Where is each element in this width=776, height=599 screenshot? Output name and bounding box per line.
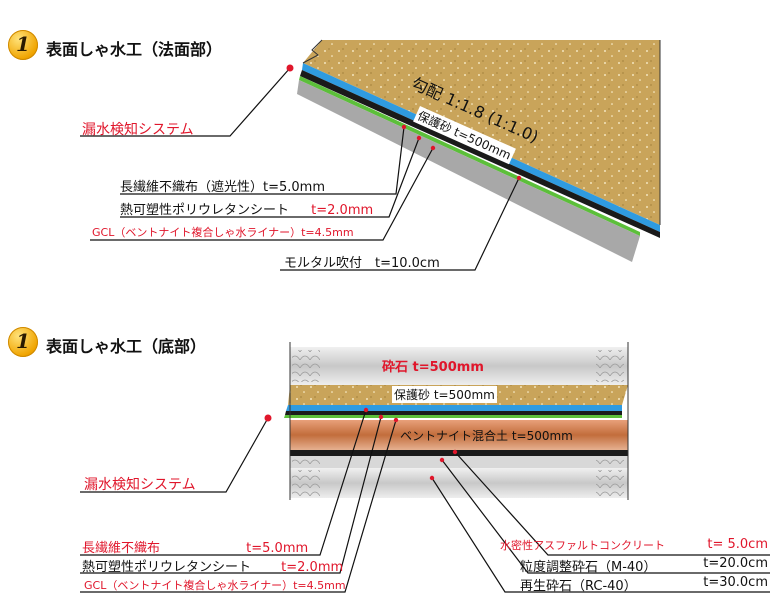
bottom-layers (284, 342, 629, 500)
bottom-gcl-layer (284, 415, 622, 418)
bentonite-label: ベントナイト混合土 t=500mm (400, 429, 573, 443)
slope-leak-detection-label: 漏水検知システム (82, 122, 194, 138)
bentonite-layer (290, 420, 628, 450)
crushed-stone-label: 砕石 t=500mm (382, 360, 484, 375)
section-title-bottom: 表面しゃ水工（底部） (46, 337, 207, 356)
bottom-sheet-label: 熱可塑性ポリウレタンシート t=2.0mm (82, 556, 343, 575)
bottom-long-fiber-name: 長繊維不織布 (82, 541, 161, 556)
slope-gcl-label: GCL（ベントナイト複合しゃ水ライナー）t=4.5mm (92, 226, 354, 239)
recycled-gravel-label: 再生砕石（RC-40） t=30.0cm (520, 575, 770, 594)
gravel-name: 粒度調整砕石（M-40） (520, 560, 657, 575)
asphalt-layer (290, 450, 628, 456)
bottom-long-fiber-label: 長繊維不織布 t=5.0mm (82, 537, 308, 556)
bottom-leak-detection-label: 漏水検知システム (84, 477, 196, 493)
section-title-slope: 表面しゃ水工（法面部） (46, 40, 223, 59)
asphalt-thickness: t= 5.0cm (707, 537, 768, 552)
slope-mortar-layer (297, 80, 640, 262)
bottom-leader-dots (264, 407, 458, 481)
slope-sheet-thickness: t=2.0mm (311, 203, 374, 218)
asphalt-name: 水密性アスファルトコンクリート (500, 539, 665, 552)
slope-leader-dots (286, 64, 522, 181)
recycled-gravel-thickness: t=30.0cm (703, 575, 768, 590)
section-number-badge-bottom: 1 (8, 327, 38, 357)
asphalt-label: 水密性アスファルトコンクリート t= 5.0cm (500, 537, 770, 553)
bottom-drain-layer (286, 405, 622, 411)
bottom-sheet-name: 熱可塑性ポリウレタンシート (82, 560, 252, 575)
gravel-layer (290, 456, 628, 468)
slope-layers (297, 39, 661, 262)
slope-sheet-name: 熱可塑性ポリウレタンシート (120, 203, 290, 218)
gravel-thickness: t=20.0cm (703, 556, 768, 571)
slope-sheet-label: 熱可塑性ポリウレタンシート t=2.0mm (120, 199, 373, 218)
bottom-sheet-thickness: t=2.0mm (281, 560, 344, 575)
slope-sheet-layer (300, 70, 660, 238)
section-number-badge-top: 1 (8, 30, 38, 60)
slope-mortar-label: モルタル吹付 t=10.0cm (284, 256, 440, 271)
slope-long-fiber-label: 長繊維不織布（遮光性）t=5.0mm (120, 180, 325, 195)
slope-gcl-layer (299, 76, 640, 236)
slope-leaders (80, 67, 520, 271)
crushed-stone-layer (290, 347, 628, 385)
bottom-sheet-layer (285, 411, 622, 415)
bottom-protective-sand-label: 保護砂 t=500mm (392, 386, 497, 403)
gravel-label: 粒度調整砕石（M-40） t=20.0cm (520, 556, 770, 575)
bottom-long-fiber-thickness: t=5.0mm (246, 541, 309, 556)
recycled-gravel-name: 再生砕石（RC-40） (520, 579, 637, 594)
bottom-leaders (80, 409, 770, 593)
bottom-gcl-label: GCL（ベントナイト複合しゃ水ライナー）t=4.5mm (84, 579, 346, 592)
